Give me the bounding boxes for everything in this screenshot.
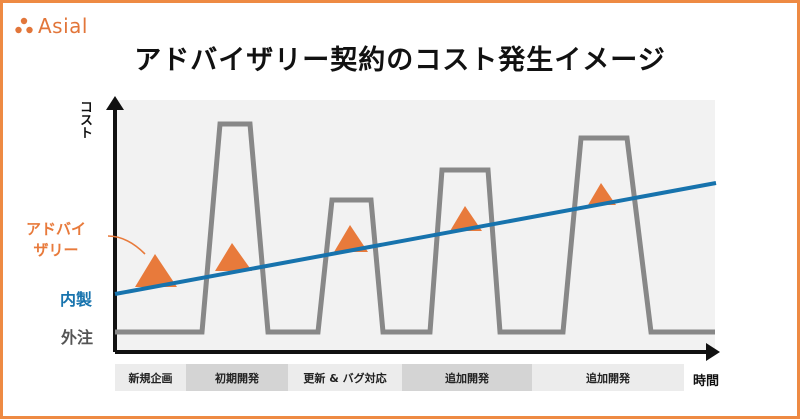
logo-text: Asial	[38, 14, 88, 38]
in-house-cost-line	[114, 181, 717, 296]
phase-band	[402, 364, 532, 391]
page-title: アドバイザリー契約のコスト発生イメージ	[134, 45, 666, 76]
in-house-label: 内製	[60, 290, 93, 309]
advisory-triangle	[588, 183, 616, 205]
y-axis-label: コスト	[77, 100, 92, 139]
phase-label: 更新 & バグ対応	[303, 371, 387, 385]
phase-band	[115, 364, 186, 391]
phase-band	[288, 364, 402, 391]
advisory-triangle	[215, 243, 252, 271]
outsourcing-cost-line	[115, 121, 715, 335]
advisory-triangle	[135, 254, 177, 287]
advisory-label: アドバイ ザリー	[26, 219, 86, 261]
phase-band	[532, 364, 684, 391]
phase-label: 初期開発	[215, 371, 259, 385]
x-axis-arrow	[706, 343, 720, 361]
advisory-triangle	[334, 225, 368, 252]
phase-label: 新規企画	[128, 371, 173, 385]
outsourcing-label: 外注	[61, 328, 94, 347]
y-axis-arrow	[106, 96, 124, 110]
phase-label: 追加開発	[445, 371, 489, 385]
plot-background	[115, 100, 715, 352]
phase-label: 追加開発	[586, 371, 630, 385]
asial-logo-icon	[15, 17, 33, 34]
phase-band	[186, 364, 288, 391]
advisory-label-line2: ザリー	[33, 241, 79, 259]
advisory-label-line1: アドバイ	[26, 220, 87, 238]
logo: Asial	[14, 14, 88, 38]
advisory-triangle	[450, 206, 482, 231]
advisory-connector	[107, 235, 146, 255]
x-axis-label: 時間	[693, 374, 720, 389]
